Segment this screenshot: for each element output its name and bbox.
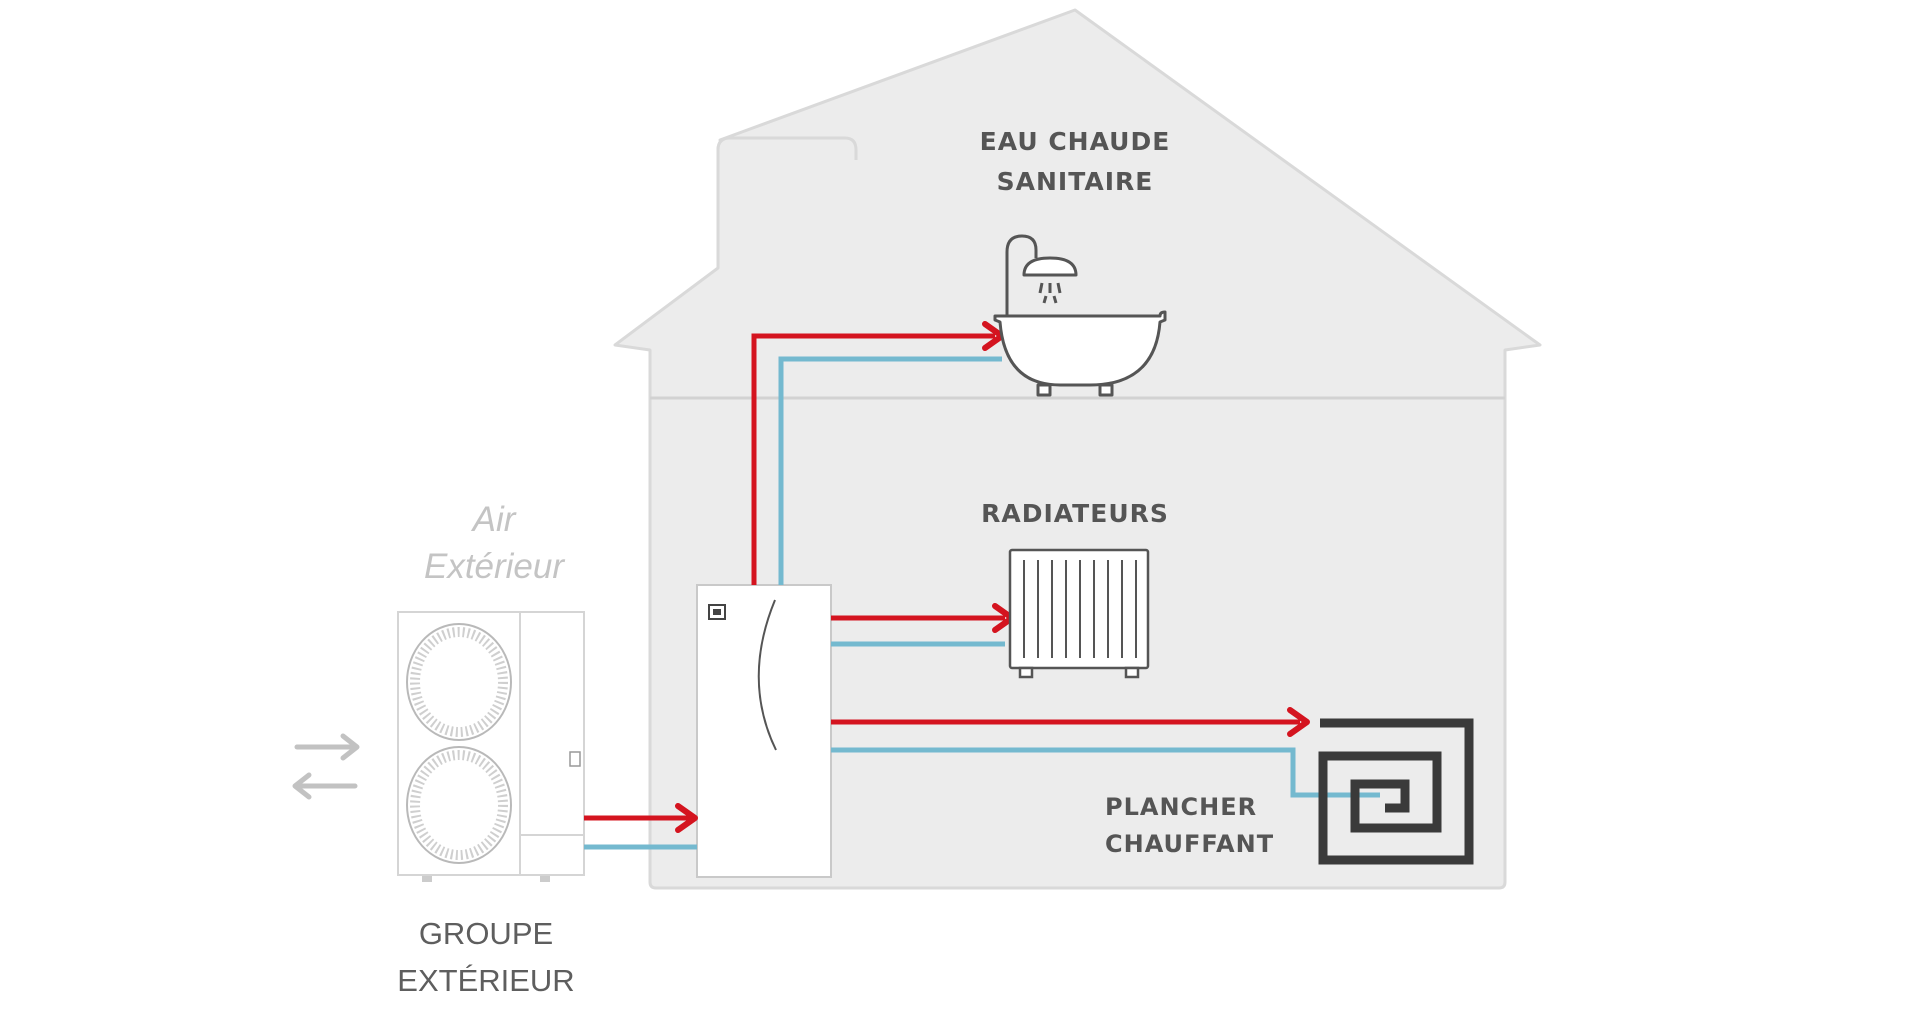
chimney [716, 136, 858, 268]
label-eau-chaude-line1: EAU CHAUDE [980, 127, 1171, 156]
label-eau-chaude-line2: SANITAIRE [997, 167, 1154, 196]
fan-top-icon [406, 623, 512, 741]
outdoor-unit [397, 611, 585, 882]
label-groupe-line2: EXTÉRIEUR [397, 963, 574, 998]
fan-bottom-icon [406, 746, 512, 864]
label-plancher-line1: PLANCHER [1105, 793, 1257, 821]
label-air-line1: Air [471, 500, 517, 539]
pipes-floor [831, 707, 1380, 798]
radiator-icon [1008, 548, 1150, 679]
house [613, 8, 1542, 890]
air-exchange-icon [292, 733, 360, 800]
label-plancher-line2: CHAUFFANT [1105, 830, 1274, 858]
bathtub-icon [993, 234, 1167, 397]
floor-coil-icon [1318, 718, 1474, 865]
label-groupe-line1: GROUPE [419, 916, 553, 951]
label-air-line2: Extérieur [424, 547, 565, 586]
label-radiateurs: RADIATEURS [981, 499, 1169, 528]
indoor-unit [696, 584, 832, 878]
pipes-outdoor [584, 803, 698, 850]
